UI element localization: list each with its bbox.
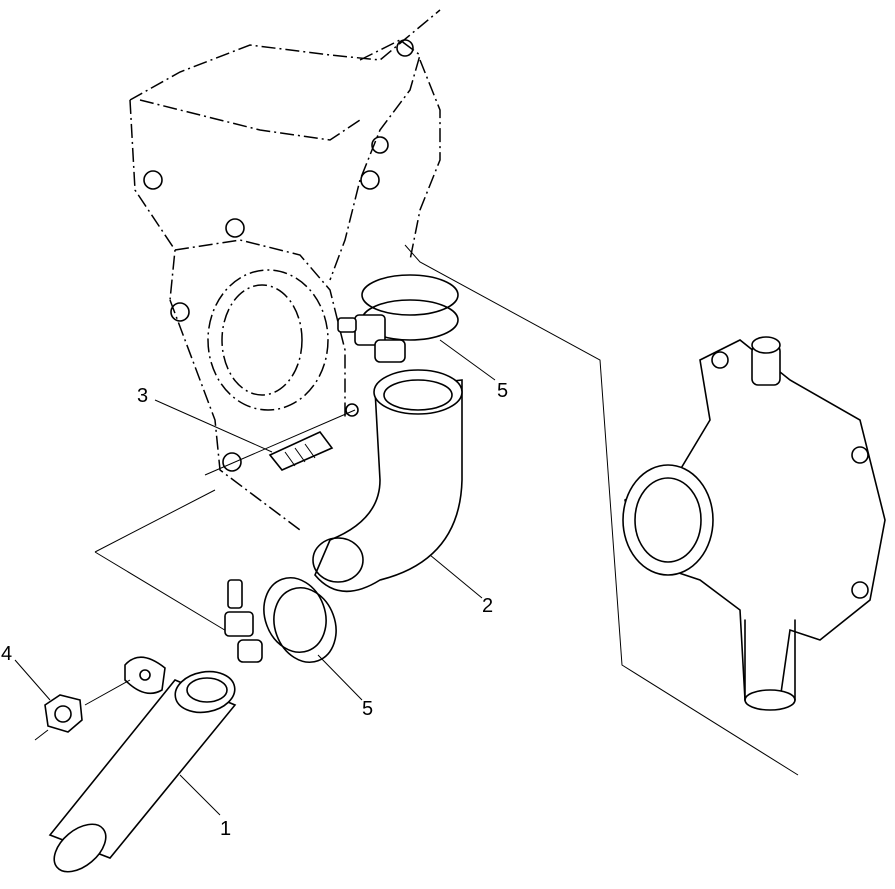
callout-2: 2 [429, 554, 493, 617]
upper-hose-clamp [337, 274, 459, 363]
callout-5-upper: 5 [439, 339, 508, 402]
callout-4-label: 4 [1, 643, 12, 665]
callout-4: 4 [1, 643, 51, 701]
callout-2-label: 2 [482, 595, 493, 617]
engine-block-outline [129, 9, 441, 531]
callout-1-label: 1 [220, 818, 231, 840]
assembly-lines [94, 244, 799, 776]
hex-nut [34, 679, 131, 741]
stud-bolt [268, 431, 334, 471]
callout-5-upper-label: 5 [497, 380, 508, 402]
water-pipe [48, 656, 237, 873]
callout-5-lower-label: 5 [362, 698, 373, 720]
callout-3: 3 [137, 385, 273, 453]
callout-5-lower: 5 [317, 654, 373, 720]
water-pump-housing [622, 336, 886, 711]
elbow-hose [312, 369, 463, 593]
callout-3-label: 3 [137, 385, 148, 407]
lower-hose-clamp [224, 577, 337, 663]
callout-1: 1 [179, 774, 231, 840]
